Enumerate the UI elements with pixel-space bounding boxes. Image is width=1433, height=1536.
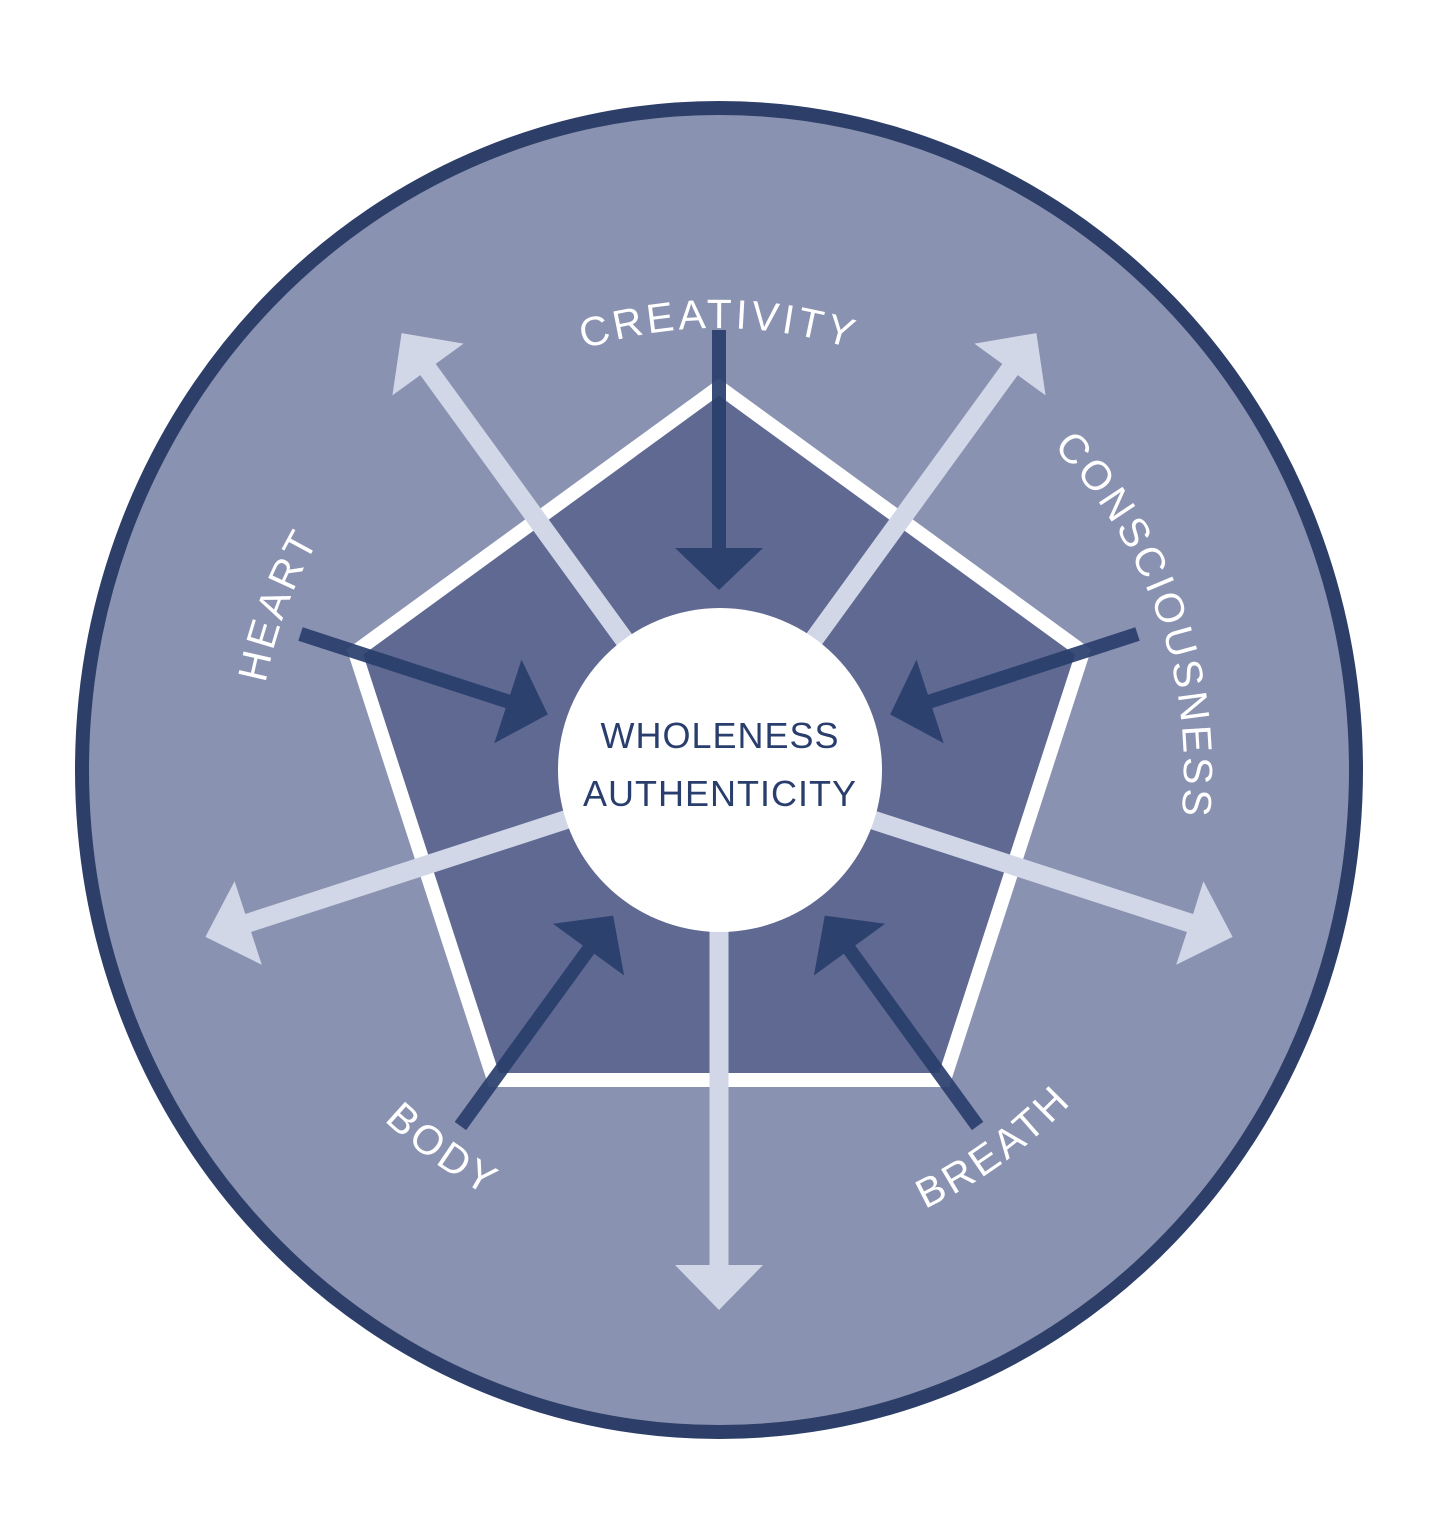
inward-arrow-consciousness (890, 627, 1140, 744)
inward-arrow-body (454, 915, 625, 1131)
outward-arrow-right (866, 809, 1233, 965)
outward-arrow-up-right (804, 333, 1046, 648)
inward-arrow-breath (813, 915, 984, 1131)
center-circle (558, 608, 882, 932)
outward-arrows (205, 333, 1233, 1310)
outward-arrow-left (205, 809, 572, 965)
inward-arrows (298, 330, 1140, 1131)
inward-arrow-creativity (675, 330, 763, 590)
inward-arrow-heart (298, 627, 548, 744)
outward-arrow-up-left (392, 333, 634, 648)
outward-arrow-down (675, 928, 763, 1310)
center-text-line1: WHOLENESS (600, 715, 839, 756)
center-text: WHOLENESS AUTHENTICITY (583, 715, 857, 814)
center-text-line2: AUTHENTICITY (583, 773, 857, 814)
